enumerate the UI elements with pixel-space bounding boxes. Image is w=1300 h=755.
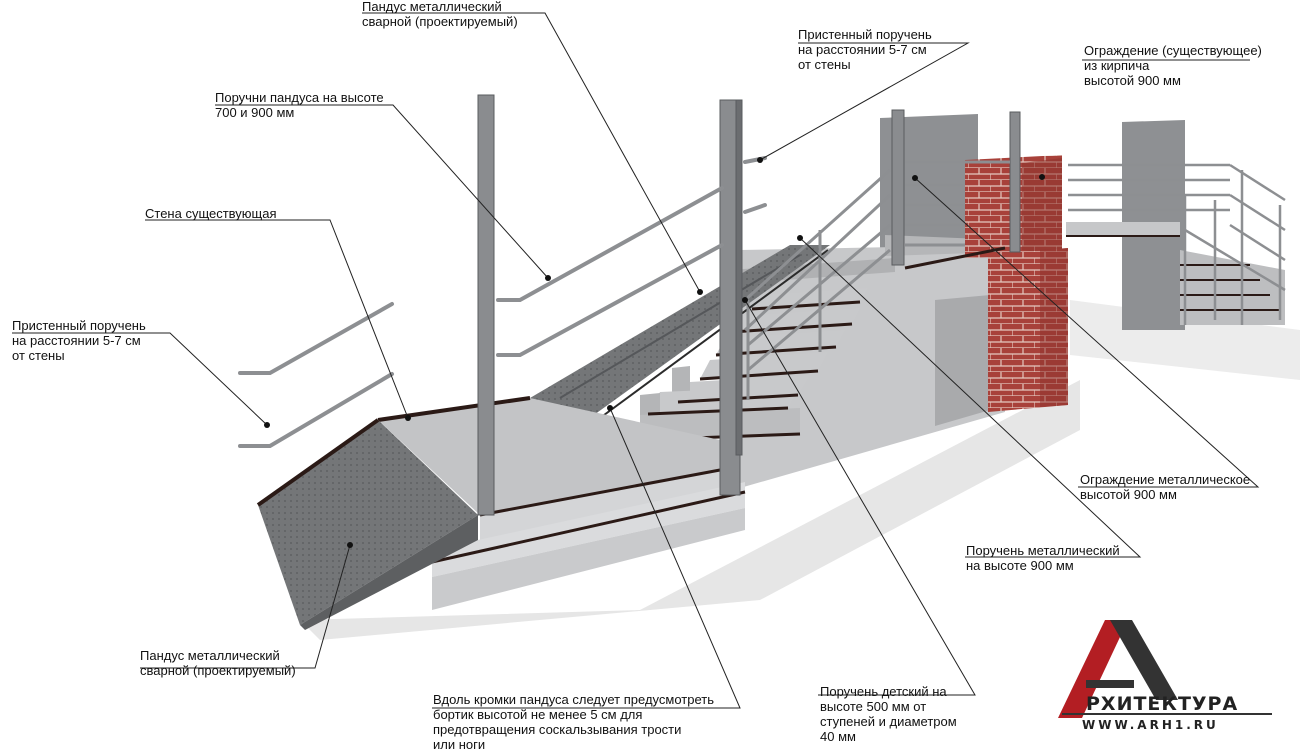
leader-dots xyxy=(264,157,1045,548)
leader-lines xyxy=(12,12,1260,709)
label-existing-wall: Стена существующая xyxy=(145,206,277,221)
landing xyxy=(377,396,746,610)
label-existing-fence: Ограждение (существующее) из кирпича выс… xyxy=(1084,43,1262,88)
logo-name: РХИТЕКТУРА xyxy=(1086,693,1239,715)
label-wall-handrail-top: Пристенный поручень на расстоянии 5-7 см… xyxy=(798,27,932,72)
label-ramp-edge: Вдоль кромки пандуса следует предусмотре… xyxy=(433,692,714,752)
left-wall-handrails xyxy=(238,302,394,448)
posts xyxy=(477,94,1021,516)
label-ramp-handrails: Поручни пандуса на высоте 700 и 900 мм xyxy=(215,90,384,120)
label-child-handrail: Поручень детский на высоте 500 мм от сту… xyxy=(820,684,957,744)
label-ramp-top: Пандус металлический сварной (проектируе… xyxy=(362,0,518,29)
label-metal-handrail: Поручень металлический на высоте 900 мм xyxy=(966,543,1120,573)
label-ramp-bottom: Пандус металлический сварной (проектируе… xyxy=(140,648,296,678)
logo-mark xyxy=(1058,620,1272,718)
stair-railing xyxy=(743,160,1010,400)
label-metal-fence: Ограждение металлическое высотой 900 мм xyxy=(1080,472,1251,502)
label-wall-handrail-left: Пристенный поручень на расстоянии 5-7 см… xyxy=(12,318,146,363)
lower-ramp xyxy=(256,418,478,630)
logo-url: WWW.ARH1.RU xyxy=(1082,718,1219,732)
far-stair xyxy=(1066,120,1286,330)
